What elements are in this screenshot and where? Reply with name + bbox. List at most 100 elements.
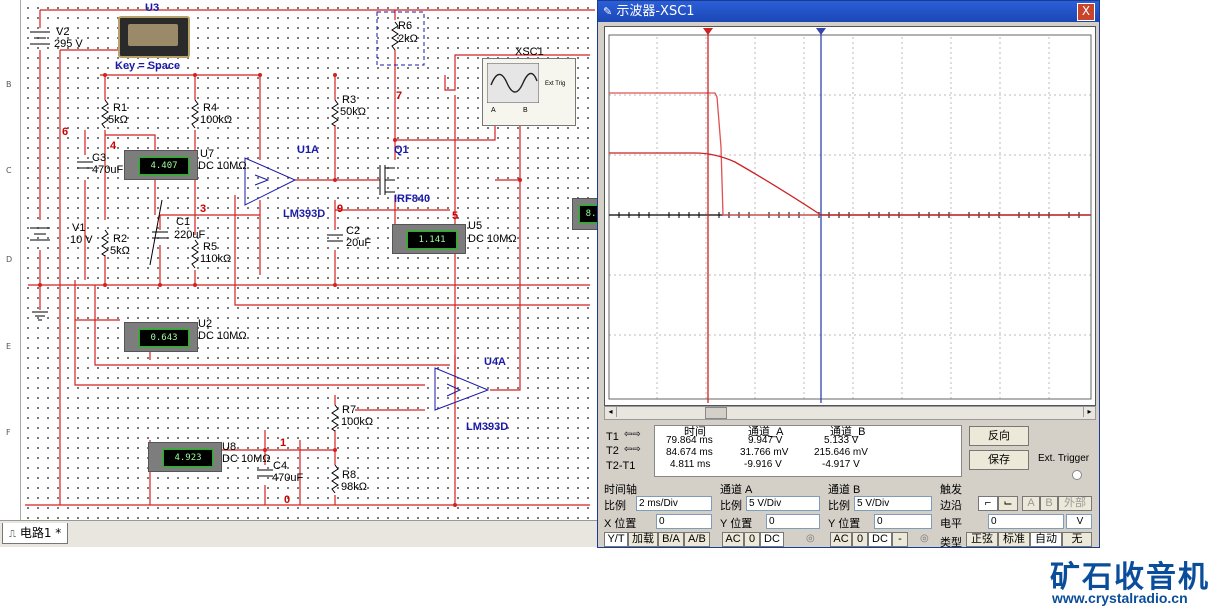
ruler-mark: F [6, 428, 11, 437]
voltmeter-u8[interactable]: 4.923 [148, 442, 222, 472]
label-v1: V1 [72, 222, 86, 234]
scope-window-icon: ✎ [603, 5, 613, 18]
net-label: 4 [110, 140, 117, 152]
trigger-type-sine-button[interactable]: 正弦 [966, 532, 998, 547]
channel-a-ypos-field[interactable]: 0 [766, 514, 820, 529]
trigger-level-unit[interactable]: V [1066, 514, 1092, 529]
tab-circuit1[interactable]: ⎍ 电路1 * [2, 523, 69, 544]
xpos-label: X 位置 [604, 518, 637, 530]
label-r1: R1 [113, 102, 128, 114]
value-r1: 5kΩ [108, 114, 128, 126]
mode-yt-button[interactable]: Y/T [604, 532, 628, 547]
oscilloscope-window[interactable]: ✎ 示波器-XSC1 X [597, 0, 1100, 549]
window-titlebar[interactable]: ✎ 示波器-XSC1 X [598, 1, 1099, 22]
vertical-ruler: B C D E F [0, 0, 21, 520]
type-label: 类型 [940, 537, 962, 549]
scale-label: 比例 [604, 500, 626, 512]
t2-arrows[interactable]: ⇦⇨ [624, 444, 641, 455]
trigger-source-a-button[interactable]: A [1022, 496, 1040, 511]
display-scrollbar[interactable]: ◂ ▸ [604, 406, 1096, 420]
ext-trigger-terminal[interactable] [1072, 470, 1082, 480]
trigger-type-none-button[interactable]: 无 [1062, 532, 1092, 547]
value-r6: 2kΩ [398, 33, 418, 45]
trigger-level-field[interactable]: 0 [988, 514, 1064, 529]
save-button[interactable]: 保存 [969, 450, 1029, 470]
voltmeter-u5[interactable]: 1.141 [392, 224, 466, 254]
label-r7: R7 [342, 404, 357, 416]
rising-edge-icon[interactable]: ⌐ [978, 496, 998, 511]
net-label: 0 [284, 494, 291, 506]
voltmeter-reading: 1.141 [407, 231, 457, 249]
t1-a: 9.947 V [748, 435, 783, 446]
coupling-ac-button[interactable]: AC [722, 532, 744, 547]
close-button[interactable]: X [1077, 3, 1095, 21]
voltmeter-u2[interactable]: 0.643 [124, 322, 198, 352]
coupling-dc-button[interactable]: DC [868, 532, 892, 547]
falling-edge-icon[interactable]: ⌙ [998, 496, 1018, 511]
voltmeter-reading: 4.407 [139, 157, 189, 175]
value-r2: 5kΩ [110, 245, 130, 257]
net-label: 6 [62, 126, 69, 138]
net-label: 7 [396, 90, 403, 102]
scroll-thumb[interactable] [705, 407, 727, 419]
t1-arrows[interactable]: ⇦⇨ [624, 429, 641, 440]
mode-ba-button[interactable]: B/A [658, 532, 684, 547]
group-title: 时间轴 [604, 484, 637, 496]
mode-add-button[interactable]: 加载 [628, 532, 658, 547]
label-c2: C2 [346, 225, 361, 237]
scroll-right-icon[interactable]: ▸ [1083, 407, 1095, 417]
x-position-field[interactable]: 0 [656, 514, 712, 529]
label-c1: C1 [176, 216, 191, 228]
label-r8: R8 [342, 469, 357, 481]
voltmeter-reading: 0.643 [139, 329, 189, 347]
part-u1a: LM393D [283, 208, 326, 220]
voltmeter-edge[interactable]: 8. [572, 198, 598, 230]
trigger-type-normal-button[interactable]: 标准 [998, 532, 1030, 547]
ruler-mark: E [6, 342, 12, 351]
label-v2: V2 [56, 26, 70, 38]
value-r3: 50kΩ [340, 106, 366, 118]
scroll-left-icon[interactable]: ◂ [605, 407, 617, 417]
coupling-0-button[interactable]: 0 [744, 532, 760, 547]
scope-display[interactable] [604, 26, 1096, 406]
timebase-scale-field[interactable]: 2 ms/Div [636, 496, 712, 511]
channel-b-ypos-field[interactable]: 0 [874, 514, 932, 529]
channel-b-group: 通道 B 比例 5 V/Div Y 位置 0 AC 0 DC - ◎ [826, 481, 936, 547]
window-title: 示波器-XSC1 [616, 4, 695, 19]
mode-ab-button[interactable]: A/B [684, 532, 710, 547]
trigger-type-auto-button[interactable]: 自动 [1030, 532, 1062, 547]
ypos-label: Y 位置 [828, 518, 861, 530]
schematic-canvas[interactable]: B C D E F [0, 0, 599, 520]
oscilloscope-instrument[interactable]: Ext Trig A B [482, 58, 576, 126]
coupling-0-button[interactable]: 0 [852, 532, 868, 547]
label-u4a: U4A [484, 356, 507, 368]
arrow-right-icon[interactable]: ⇨ [632, 429, 641, 440]
ch-b-pin: B [523, 107, 528, 114]
readout-row-label: T1 [606, 431, 619, 443]
scale-label: 比例 [828, 500, 850, 512]
circuit-wires [25, 9, 595, 507]
part-q1: IRF840 [394, 193, 431, 205]
channel-a-scale-field[interactable]: 5 V/Div [746, 496, 820, 511]
col-header-a: 通道_A [748, 426, 784, 438]
voltmeter-u7[interactable]: 4.407 [124, 150, 198, 180]
net-label: 9 [337, 203, 344, 215]
radio-icon: ◎ [920, 533, 929, 544]
channel-b-scale-field[interactable]: 5 V/Div [854, 496, 932, 511]
cursor-t2-handle[interactable] [816, 28, 826, 35]
group-title: 通道 B [828, 484, 861, 496]
part-u4a: LM393D [466, 421, 509, 433]
arrow-right-icon[interactable]: ⇨ [632, 444, 641, 455]
trigger-source-ext-button[interactable]: 外部 [1058, 496, 1092, 511]
coupling-dc-button[interactable]: DC [760, 532, 784, 547]
t2-b: 215.646 mV [814, 447, 868, 458]
reverse-button[interactable]: 反向 [969, 426, 1029, 446]
arrow-left-icon[interactable]: ⇦ [624, 444, 633, 455]
diff-b: -4.917 V [822, 459, 860, 470]
cursor-t1-handle[interactable] [703, 28, 713, 35]
trigger-source-b-button[interactable]: B [1040, 496, 1058, 511]
coupling-ac-button[interactable]: AC [830, 532, 852, 547]
key-switch[interactable] [118, 16, 190, 58]
arrow-left-icon[interactable]: ⇦ [624, 429, 633, 440]
coupling-minus-button[interactable]: - [892, 532, 908, 547]
